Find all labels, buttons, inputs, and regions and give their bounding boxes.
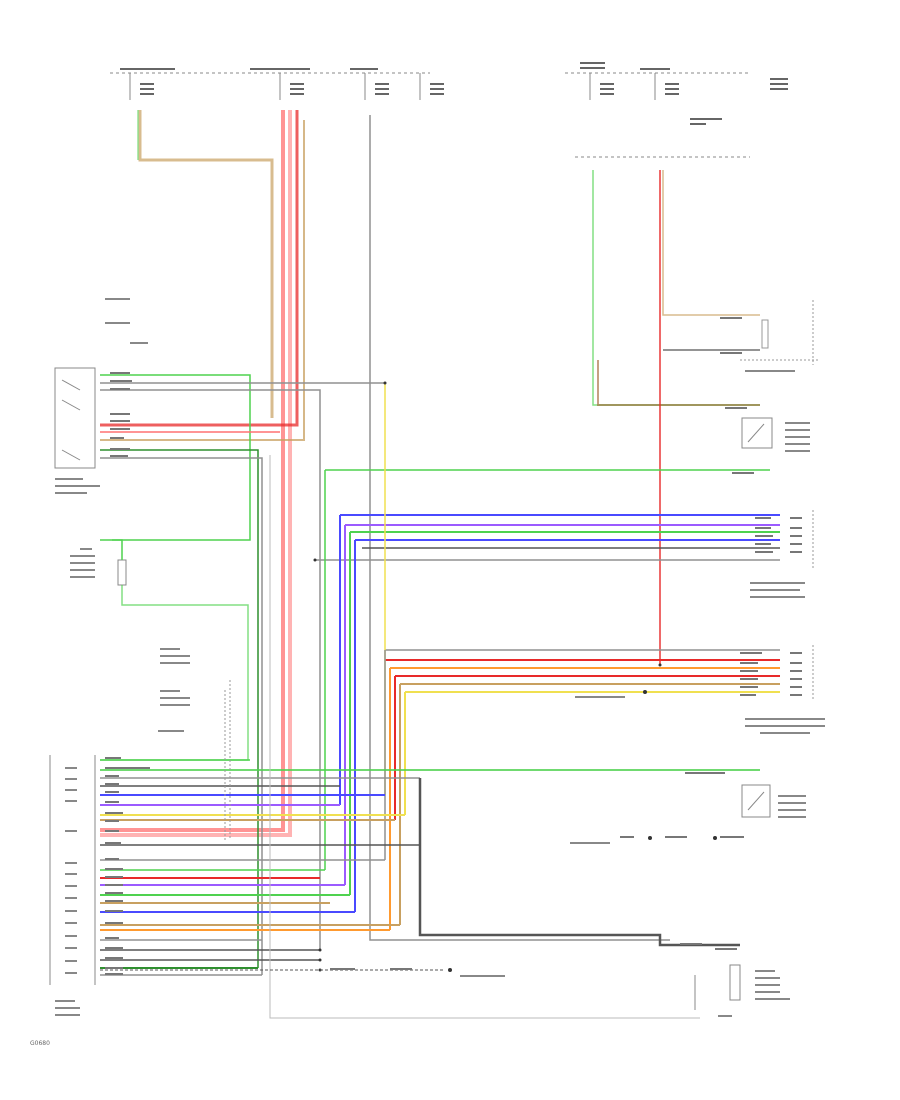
wire-green-right xyxy=(592,170,760,406)
harness-drops xyxy=(324,383,406,930)
instrument-cluster xyxy=(740,319,820,361)
lamp-component-left xyxy=(117,559,127,586)
fuse-labels xyxy=(120,62,788,125)
wire-tan-right xyxy=(662,170,760,316)
red-bundle xyxy=(100,110,305,837)
ground-terminals xyxy=(313,381,717,972)
door-switch-right xyxy=(741,417,773,449)
connector-block-left xyxy=(49,755,96,985)
fuse-drops xyxy=(129,73,656,100)
switch-module-left xyxy=(54,367,96,469)
wire-thin-bottom xyxy=(269,455,700,1019)
wire-gray-fuse3 xyxy=(369,115,670,941)
wire-green-lamp2 xyxy=(100,585,249,761)
dashed-guides xyxy=(224,300,814,840)
component-labels xyxy=(55,298,825,1017)
ecu-component-bottom xyxy=(694,964,741,1010)
diagram-code: G0680 xyxy=(30,1040,50,1047)
wire-brown-right xyxy=(597,360,760,406)
wire-labels xyxy=(105,317,802,975)
wire-green-lamp xyxy=(112,539,123,560)
wire-dark-ground xyxy=(418,778,740,947)
door-switch-bottom xyxy=(741,784,771,818)
right-harness xyxy=(315,469,780,693)
wire-tan-feed xyxy=(138,110,274,418)
pin-labels-left xyxy=(65,767,77,974)
